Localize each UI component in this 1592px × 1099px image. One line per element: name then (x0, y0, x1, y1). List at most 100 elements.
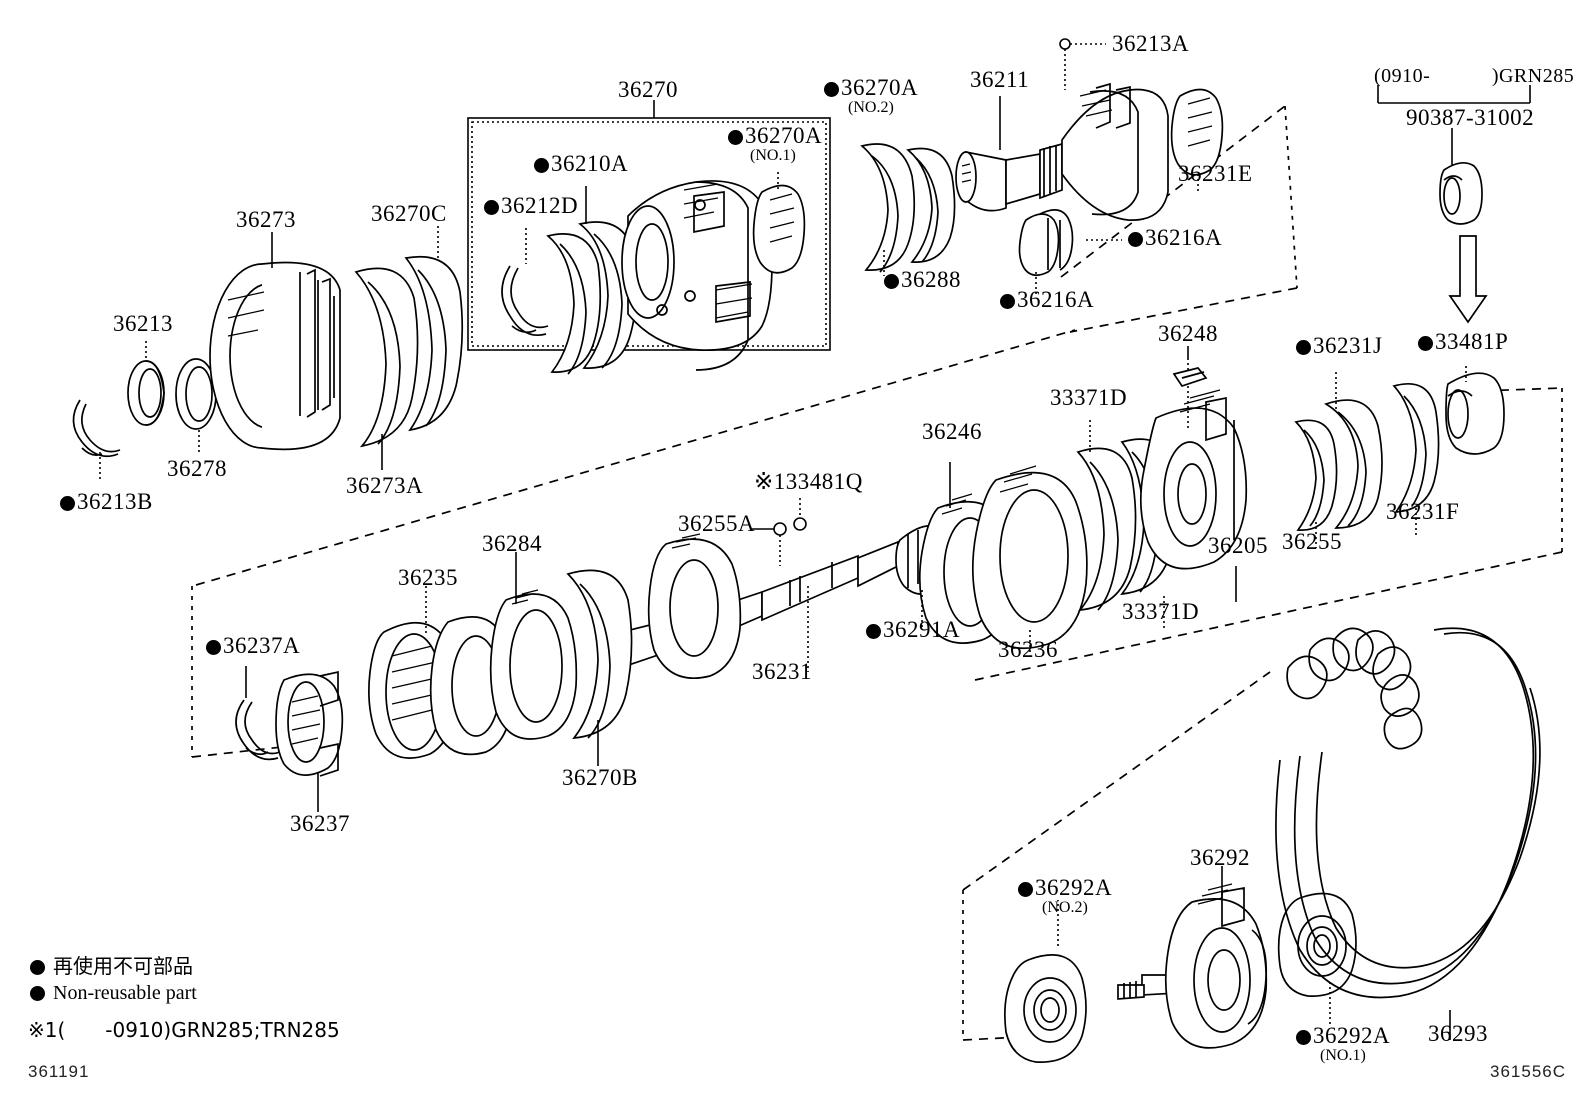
art-cluster-top-right (860, 82, 1224, 277)
part-label-36270B: 36270B (562, 766, 638, 789)
part-label-36237: 36237 (290, 812, 350, 835)
part-number: 36291A (883, 617, 961, 642)
part-number: 36237A (223, 633, 301, 658)
part-number: 36270 (618, 77, 678, 102)
legend-row-note: ※1( -0910)GRN285;TRN285 (28, 1014, 340, 1043)
part-label-36270A-no1: 36270A (728, 124, 822, 147)
part-number: 36270C (371, 201, 447, 226)
part-label-36292A-no1: 36292A (1296, 1024, 1390, 1047)
non-reusable-dot-icon (534, 158, 549, 173)
part-sublabel-36292A-no2: (NO.2) (1042, 900, 1088, 916)
part-number: 36273 (236, 207, 296, 232)
part-label-36235: 36235 (398, 566, 458, 589)
part-number: 36237 (290, 811, 350, 836)
non-reusable-dot-icon (30, 986, 45, 1001)
non-reusable-dot-icon (1418, 336, 1433, 351)
bracket-range-label: (0910- )GRN285 (1374, 66, 1574, 86)
part-number: 36205 (1208, 533, 1268, 558)
part-label-36288: 36288 (884, 268, 961, 291)
part-sublabel-36270A-no1: (NO.1) (750, 148, 796, 164)
part-label-36278: 36278 (167, 457, 227, 480)
part-number: 33371D (1122, 599, 1200, 624)
non-reusable-dot-icon (60, 496, 75, 511)
part-number: 90387-31002 (1406, 105, 1535, 130)
part-label-36213B: 36213B (60, 490, 153, 513)
legend-text-jp: 再使用不可部品 (53, 954, 193, 978)
diagram-code: 361191 (28, 1062, 90, 1081)
part-label-36284: 36284 (482, 532, 542, 555)
art-bushing-90387 (1439, 161, 1483, 225)
part-label-36210A: 36210A (534, 152, 628, 175)
part-number: 36210A (551, 151, 629, 176)
part-label-36248: 36248 (1158, 322, 1218, 345)
non-reusable-dot-icon (206, 640, 221, 655)
non-reusable-dot-icon (728, 130, 743, 145)
part-label-133481Q: ※133481Q (754, 470, 863, 493)
part-number: 36255A (678, 511, 756, 536)
part-label-36231: 36231 (752, 660, 812, 683)
part-label-36246: 36246 (922, 420, 982, 443)
part-label-36236: 36236 (998, 638, 1058, 661)
part-label-36213A: 36213A (1112, 32, 1189, 55)
part-suffix: (NO.1) (1320, 1047, 1366, 1064)
non-reusable-dot-icon (824, 82, 839, 97)
part-number: 36248 (1158, 321, 1218, 346)
part-label-36270A-no2: 36270A (824, 76, 918, 99)
art-cluster-bottom-left (235, 670, 344, 777)
applicability-range: (0910- )GRN285 (1374, 65, 1575, 87)
part-number: 36255 (1282, 529, 1342, 554)
non-reusable-dot-icon (484, 200, 499, 215)
non-reusable-dot-icon (1296, 340, 1311, 355)
part-number: 36213B (77, 489, 153, 514)
part-label-36292A-no2: 36292A (1018, 876, 1112, 899)
part-label-36273: 36273 (236, 208, 296, 231)
group-label-36270: 36270 (618, 78, 678, 101)
part-suffix: (NO.1) (750, 147, 796, 164)
part-label-36231E: 36231E (1178, 162, 1253, 185)
part-number: 36216A (1017, 287, 1095, 312)
part-number: 36231 (752, 659, 812, 684)
part-label-36216A-lower: 36216A (1000, 288, 1094, 311)
part-label-36291A: 36291A (866, 618, 960, 641)
legend-row-jp: 再使用不可部品 (30, 950, 193, 979)
part-label-33371D-upper: 33371D (1050, 386, 1127, 409)
part-label-33371D-lower: 33371D (1122, 600, 1199, 623)
leaders-top-right (883, 38, 1199, 294)
part-number: 36213A (1112, 31, 1190, 56)
part-number: 33371D (1050, 385, 1128, 410)
leaders-bottom-right (1057, 866, 1451, 1040)
part-number: 36293 (1428, 1021, 1488, 1046)
non-reusable-dot-icon (1018, 882, 1033, 897)
art-cluster-middle (368, 367, 1505, 759)
part-label-36292: 36292 (1190, 846, 1250, 869)
legend-text-en: Non-reusable part (53, 982, 197, 1004)
part-number: 36292A (1313, 1023, 1391, 1048)
part-label-36255A: 36255A (678, 512, 755, 535)
part-suffix: (NO.2) (1042, 899, 1088, 916)
part-label-36231J: 36231J (1296, 334, 1382, 357)
group-box-36270 (467, 117, 831, 351)
part-suffix: (NO.2) (848, 99, 894, 116)
part-number: 36211 (970, 67, 1030, 92)
part-label-36211: 36211 (970, 68, 1029, 91)
part-label-36205: 36205 (1208, 534, 1268, 557)
part-number: 36270B (562, 765, 638, 790)
art-cluster-bottom-right (1004, 627, 1541, 1063)
non-reusable-dot-icon (1000, 294, 1015, 309)
part-sublabel-36292A-no1: (NO.1) (1320, 1048, 1366, 1064)
leaders-36270-box (525, 100, 779, 264)
part-number: 36278 (167, 456, 227, 481)
dashed-region-top-right (1060, 105, 1298, 333)
part-number: 36270A (841, 75, 919, 100)
part-label-36213: 36213 (113, 312, 173, 335)
art-cluster-36270-box (501, 180, 806, 375)
part-number: 36284 (482, 531, 542, 556)
leaders-top-left (99, 226, 439, 482)
part-label-36270C: 36270C (371, 202, 447, 225)
part-label-36212D: 36212D (484, 194, 578, 217)
part-label-36237A: 36237A (206, 634, 300, 657)
part-sublabel-36270A-no2: (NO.2) (848, 100, 894, 116)
diagram-code-left: 361191 (28, 1062, 89, 1082)
leaders-bottom-left (245, 666, 319, 812)
